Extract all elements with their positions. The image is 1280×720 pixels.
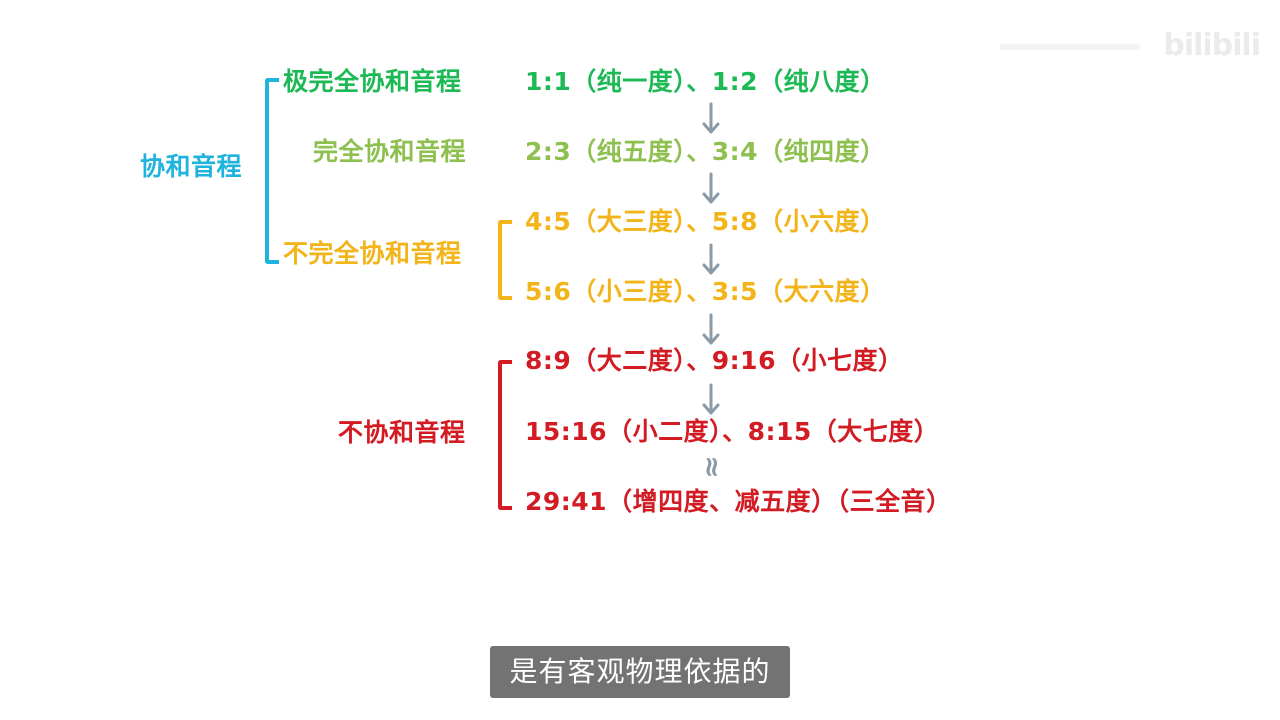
- watermark-logo: bilibili: [1163, 28, 1261, 63]
- approx-symbol: ≈: [696, 455, 729, 479]
- interval-row-3: 4:5（大三度）、5:8（小六度）: [525, 207, 886, 236]
- subtitle-caption: 是有客观物理依据的: [490, 646, 790, 698]
- down-arrow-icon: [702, 243, 720, 275]
- label-imperfect: 不完全协和音程: [283, 239, 462, 268]
- label-dissonant: 不协和音程: [338, 418, 466, 447]
- watermark-line: [1000, 44, 1140, 50]
- interval-row-4: 5:6（小三度）、3:5（大六度）: [525, 277, 886, 306]
- bracket-dissonant: [498, 360, 512, 510]
- bracket-imperfect: [498, 220, 512, 300]
- down-arrow-icon: [702, 172, 720, 204]
- interval-row-1: 1:1（纯一度）、1:2（纯八度）: [525, 67, 886, 96]
- label-perfect-extreme: 极完全协和音程: [283, 67, 462, 96]
- label-consonant: 协和音程: [140, 152, 243, 181]
- bilibili-watermark: bilibili: [1000, 26, 1261, 66]
- down-arrow-icon: [702, 313, 720, 345]
- down-arrow-icon: [702, 383, 720, 415]
- interval-row-2: 2:3（纯五度）、3:4（纯四度）: [525, 137, 886, 166]
- interval-row-6: 15:16（小二度）、8:15（大七度）: [525, 417, 940, 446]
- label-perfect: 完全协和音程: [313, 137, 467, 166]
- down-arrow-icon: [702, 102, 720, 134]
- bracket-consonant: [265, 78, 279, 264]
- interval-row-5: 8:9（大二度）、9:16（小七度）: [525, 346, 904, 375]
- interval-row-7: 29:41（增四度、减五度）（三全音）: [525, 487, 952, 516]
